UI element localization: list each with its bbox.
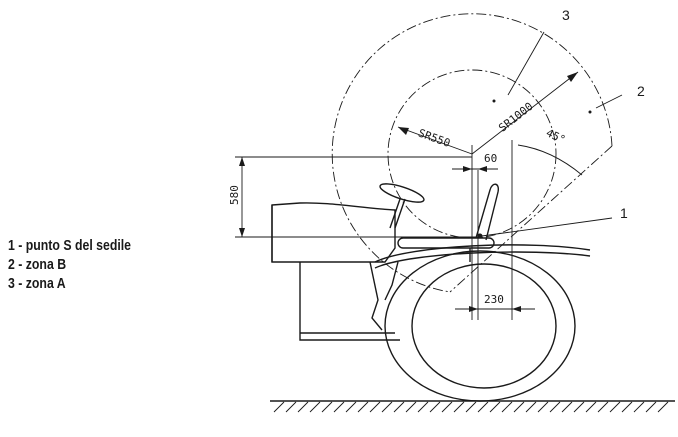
legend-item-zone-b: 2 - zona B (8, 256, 67, 273)
steering-wheel (379, 183, 425, 229)
dimension-230-label: 230 (484, 293, 504, 306)
angle-arc (517, 144, 583, 176)
tractor-body (271, 202, 400, 341)
dimension-60-label: 60 (484, 152, 497, 165)
legend: 1 - punto S del sedile 2 - zona B 3 - zo… (8, 236, 131, 293)
zone-b-arc (331, 13, 613, 293)
legend-item-zone-a: 3 - zona A (8, 275, 66, 292)
callout-3: 3 (562, 7, 570, 23)
angle-label: 45° (544, 126, 568, 146)
dimension-580 (235, 156, 478, 238)
seat-reference-point (477, 233, 483, 239)
ground (270, 400, 675, 413)
callout-leaders (481, 31, 623, 237)
radius-1000-label: SR1000 (496, 100, 535, 135)
callout-1: 1 (620, 205, 628, 221)
boundary-line-45 (449, 145, 613, 293)
seat (397, 183, 500, 262)
fender (374, 244, 591, 269)
dimension-60 (452, 166, 498, 172)
dimension-580-label: 580 (228, 185, 241, 205)
dimension-230 (455, 306, 535, 312)
radius-arrows (397, 71, 579, 155)
legend-item-seat-point: 1 - punto S del sedile (8, 237, 132, 254)
zone-b-marker (588, 110, 592, 114)
callout-2: 2 (637, 83, 645, 99)
rear-wheel (384, 250, 576, 402)
zone-a-marker (492, 99, 496, 103)
radius-550-label: SR550 (416, 126, 452, 150)
